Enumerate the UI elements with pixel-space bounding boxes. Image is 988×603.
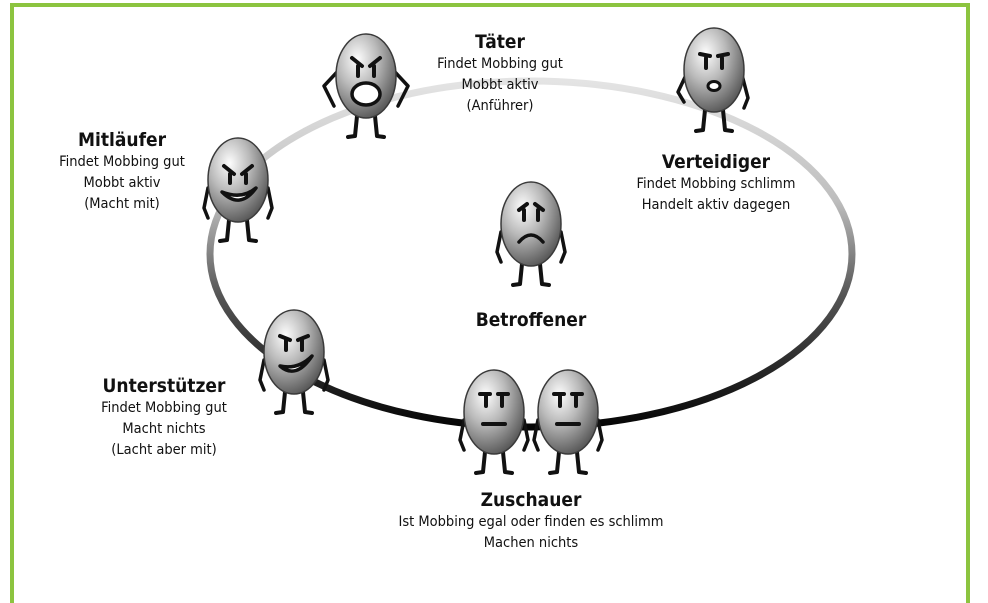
unterstuetzer-title: Unterstützer [102, 375, 226, 397]
zuschauer-figure-left [458, 369, 530, 475]
unterstuetzer-label: Unterstützer Findet Mobbing gut Macht ni… [84, 374, 244, 461]
taeter-title: Täter [475, 31, 525, 53]
taeter-label: Täter Findet Mobbing gut Mobbt aktiv (An… [420, 30, 580, 117]
unterstuetzer-figure [258, 309, 330, 415]
betroffener-figure [495, 181, 567, 287]
unterstuetzer-line-3: (Lacht aber mit) [111, 442, 217, 458]
unterstuetzer-line-2: Macht nichts [122, 421, 206, 437]
verteidiger-line-2: Handelt aktiv dagegen [641, 197, 791, 213]
taeter-line-1: Findet Mobbing gut [437, 56, 563, 72]
unterstuetzer-line-1: Findet Mobbing gut [101, 400, 227, 416]
verteidiger-title: Verteidiger [661, 151, 771, 173]
role-ring [206, 77, 856, 431]
mitlaeufer-title: Mitläufer [77, 129, 167, 151]
frame [10, 3, 970, 603]
mitlaeufer-label: Mitläufer Findet Mobbing gut Mobbt aktiv… [42, 128, 202, 215]
mitlaeufer-figure [202, 137, 274, 243]
verteidiger-line-1: Findet Mobbing schlimm [636, 176, 796, 192]
mitlaeufer-line-3: (Macht mit) [84, 196, 160, 212]
zuschauer-label: Zuschauer Ist Mobbing egal oder finden e… [366, 488, 696, 554]
mitlaeufer-line-1: Findet Mobbing gut [59, 154, 185, 170]
betroffener-title: Betroffener [475, 309, 587, 331]
taeter-line-2: Mobbt aktiv [461, 77, 539, 93]
verteidiger-figure [676, 27, 750, 133]
taeter-line-3: (Anführer) [466, 98, 534, 114]
zuschauer-figure-right [532, 369, 604, 475]
mobbing-roles-diagram [202, 27, 856, 475]
zuschauer-line-2: Machen nichts [483, 535, 579, 551]
verteidiger-label: Verteidiger Findet Mobbing schlimm Hande… [616, 150, 816, 216]
zuschauer-line-1: Ist Mobbing egal oder finden es schlimm [398, 514, 664, 530]
zuschauer-title: Zuschauer [480, 489, 582, 511]
betroffener-label: Betroffener [456, 308, 606, 332]
taeter-figure [322, 33, 410, 139]
mitlaeufer-line-2: Mobbt aktiv [83, 175, 161, 191]
